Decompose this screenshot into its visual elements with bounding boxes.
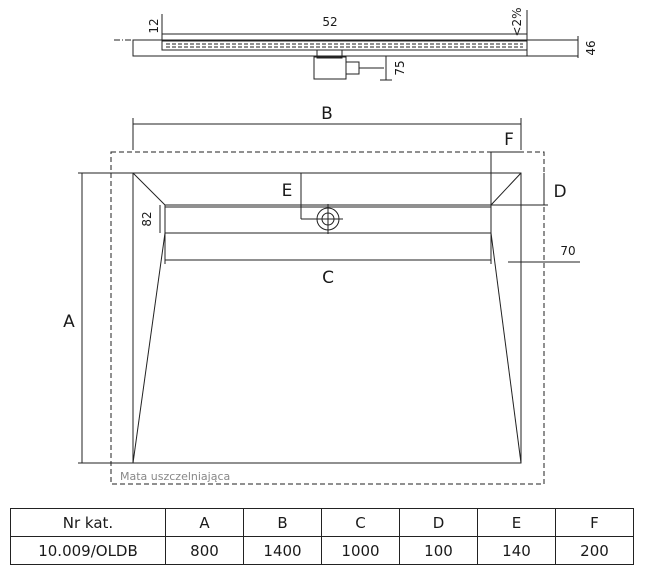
- membrane-outline: [110, 151, 545, 485]
- header-cell: Nr kat.: [10, 508, 166, 537]
- table-cell: 10.009/OLDB: [10, 536, 166, 565]
- header-cell: E: [477, 508, 556, 537]
- tray-outline: [132, 172, 522, 464]
- dim-46-label: 46: [584, 40, 598, 55]
- table-cell: 800: [165, 536, 244, 565]
- dim-82-label: 82: [140, 211, 154, 226]
- header-cell: C: [321, 508, 400, 537]
- slope-line: [132, 232, 166, 464]
- siphon-top: [316, 49, 343, 59]
- table-cell: 1400: [243, 536, 322, 565]
- label-E: E: [282, 181, 293, 201]
- spec-table: Nr kat. A B C D E F 10.009/OLDB 800 1400…: [10, 508, 634, 565]
- table-header-row: Nr kat. A B C D E F: [10, 508, 634, 537]
- dim-12-label: 12: [147, 18, 161, 33]
- header-cell: A: [165, 508, 244, 537]
- technical-drawing: 12 52 <2% 46 75 B F E D A: [63, 7, 598, 485]
- header-cell: F: [555, 508, 634, 537]
- membrane-note: Mata uszczelniająca: [120, 470, 230, 483]
- header-cell: B: [243, 508, 322, 537]
- table-cell: 200: [555, 536, 634, 565]
- label-D: D: [553, 182, 566, 202]
- dim-75-label: 75: [393, 60, 407, 75]
- siphon-outlet: [345, 61, 360, 75]
- table-cell: 1000: [321, 536, 400, 565]
- header-cell: D: [399, 508, 478, 537]
- dim-52-label: 52: [322, 15, 337, 29]
- section-view: [114, 10, 579, 81]
- table-cell: 140: [477, 536, 556, 565]
- label-B: B: [321, 104, 333, 124]
- table-row: 10.009/OLDB 800 1400 1000 100 140 200: [10, 536, 634, 565]
- label-C: C: [322, 268, 334, 288]
- dim-slope-label: <2%: [510, 7, 524, 36]
- drain-channel-section: [161, 40, 528, 51]
- slope-line: [490, 172, 522, 206]
- label-F: F: [504, 130, 514, 150]
- slope-line: [490, 232, 522, 464]
- siphon-body: [313, 56, 347, 80]
- dim-70-label: 70: [560, 244, 575, 258]
- plan-view: [78, 118, 580, 485]
- slope-line: [132, 172, 166, 206]
- table-cell: 100: [399, 536, 478, 565]
- tray-section: [132, 39, 579, 57]
- label-A: A: [63, 312, 75, 332]
